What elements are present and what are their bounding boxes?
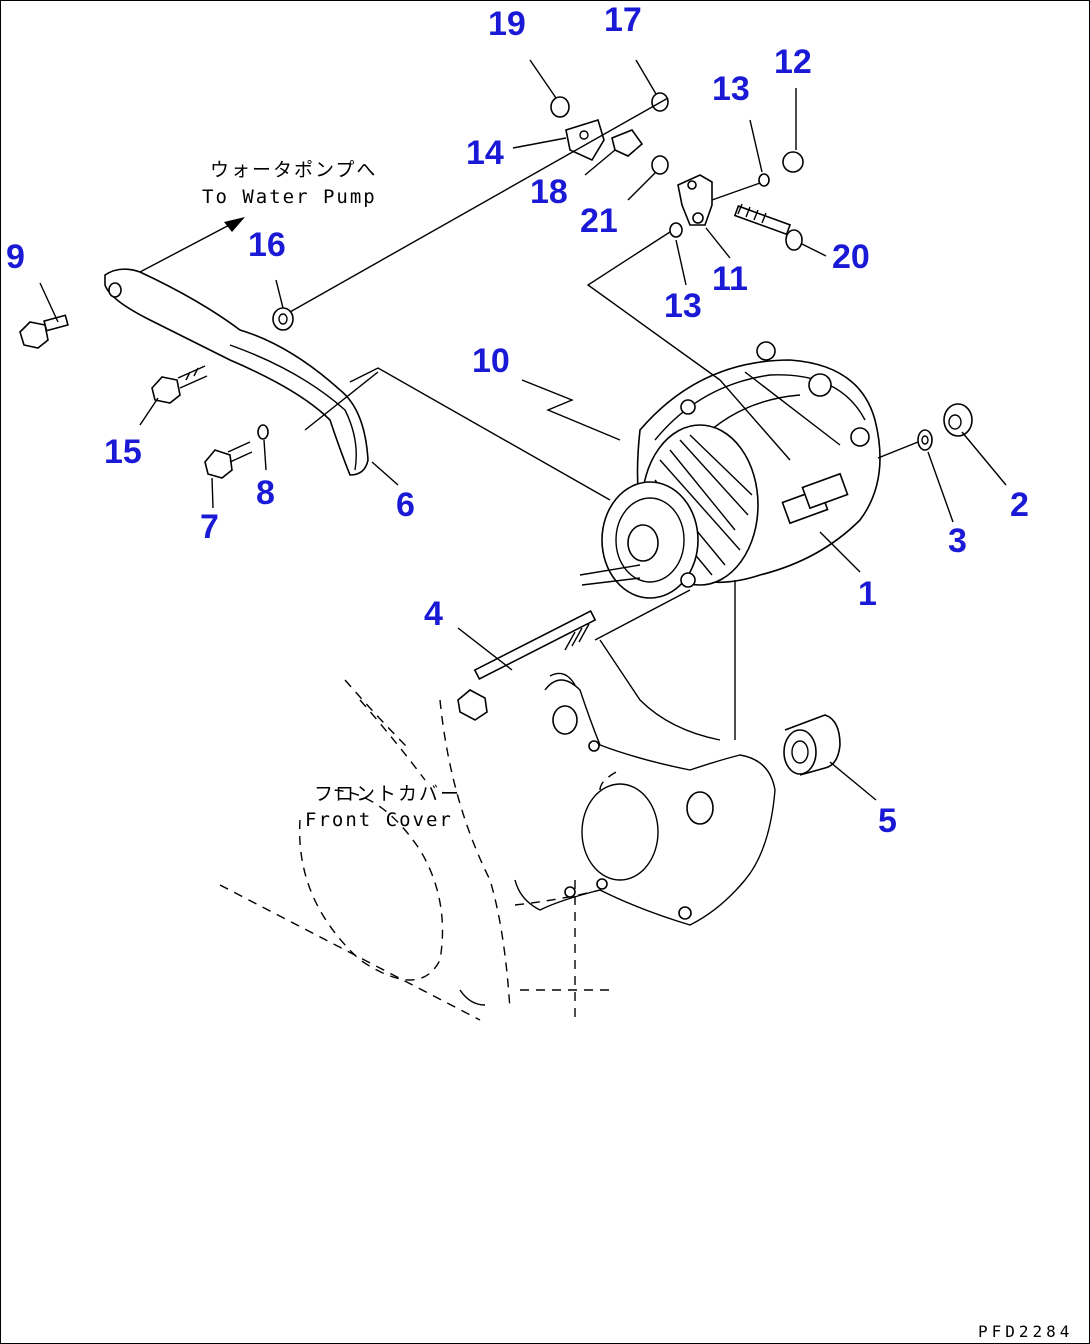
leader-18 [584, 149, 616, 176]
part-21-nut [651, 155, 669, 175]
leader-19 [529, 59, 557, 99]
part-8-washer [257, 424, 269, 440]
callout-21: 21 [580, 202, 618, 240]
callout-19: 19 [488, 5, 526, 43]
leader-6 [371, 461, 399, 486]
part-11-bracket [677, 174, 713, 226]
mount-bracket [459, 639, 776, 1006]
bracket-hole-upper [552, 705, 578, 735]
callout-6: 6 [396, 486, 415, 524]
leader-21 [627, 171, 657, 201]
callout-8: 8 [256, 474, 275, 512]
bracket-boss [581, 783, 659, 881]
leader-7 [211, 477, 214, 509]
part-5-spacer [783, 714, 841, 776]
callout-13-lower: 13 [664, 287, 702, 325]
leader-9 [39, 282, 59, 323]
part-13-washer-lower [669, 222, 683, 238]
leader-1 [819, 531, 861, 573]
leader-4 [457, 627, 513, 671]
callout-14: 14 [466, 134, 504, 172]
part-13-washer-upper [758, 173, 770, 187]
part-12-nut [782, 151, 804, 173]
callout-16: 16 [248, 226, 286, 264]
callout-13-upper: 13 [712, 70, 750, 108]
callout-10: 10 [472, 342, 510, 380]
callout-17: 17 [604, 1, 642, 39]
part-3-washer [917, 429, 933, 451]
adjusting-plate [104, 268, 369, 476]
part-4-bolt [457, 609, 597, 721]
leader-13b [675, 239, 687, 286]
leader-5 [829, 761, 877, 801]
bracket-hole-main [686, 791, 714, 825]
part-14-clip [565, 118, 605, 162]
callout-5: 5 [878, 802, 897, 840]
part-9-bolt [19, 314, 69, 349]
callout-11: 11 [712, 260, 748, 298]
part-19-nut [550, 96, 570, 118]
leader-20 [801, 243, 827, 257]
part-2-nut [943, 403, 973, 437]
leader-16 [275, 279, 284, 309]
callout-20: 20 [832, 238, 870, 276]
terminal-nut [808, 373, 832, 397]
callout-4: 4 [424, 595, 443, 633]
leader-2 [961, 431, 1007, 486]
leader-14 [512, 137, 567, 149]
front-cover-label-en: Front Cover [305, 809, 453, 831]
part-15-bolt [151, 365, 208, 404]
callout-18: 18 [530, 173, 568, 211]
callout-2: 2 [1010, 486, 1029, 524]
callout-1: 1 [858, 575, 877, 613]
part-20-bolt [733, 203, 803, 251]
leader-11 [705, 227, 731, 259]
part-7-bolt [204, 441, 253, 479]
front-cover-outline [219, 679, 621, 1021]
leader-lines [39, 59, 1007, 801]
drawing-code: PFD2284 [978, 1322, 1073, 1341]
callout-9: 9 [6, 238, 25, 276]
alternator [579, 341, 881, 599]
callout-7: 7 [200, 508, 219, 546]
leader-3 [927, 451, 954, 523]
callout-12: 12 [774, 43, 812, 81]
part-18-connector [611, 129, 644, 157]
callout-3: 3 [948, 522, 967, 560]
leader-13a [749, 119, 763, 173]
water-pump-label-en: To Water Pump [202, 186, 377, 208]
leader-8 [263, 439, 267, 471]
leader-17 [635, 59, 657, 95]
front-cover-label-jp: フロントカバー [314, 783, 461, 805]
callout-15: 15 [104, 433, 142, 471]
leader-15 [139, 397, 159, 426]
water-pump-label-jp: ウォータポンプへ [210, 159, 377, 181]
